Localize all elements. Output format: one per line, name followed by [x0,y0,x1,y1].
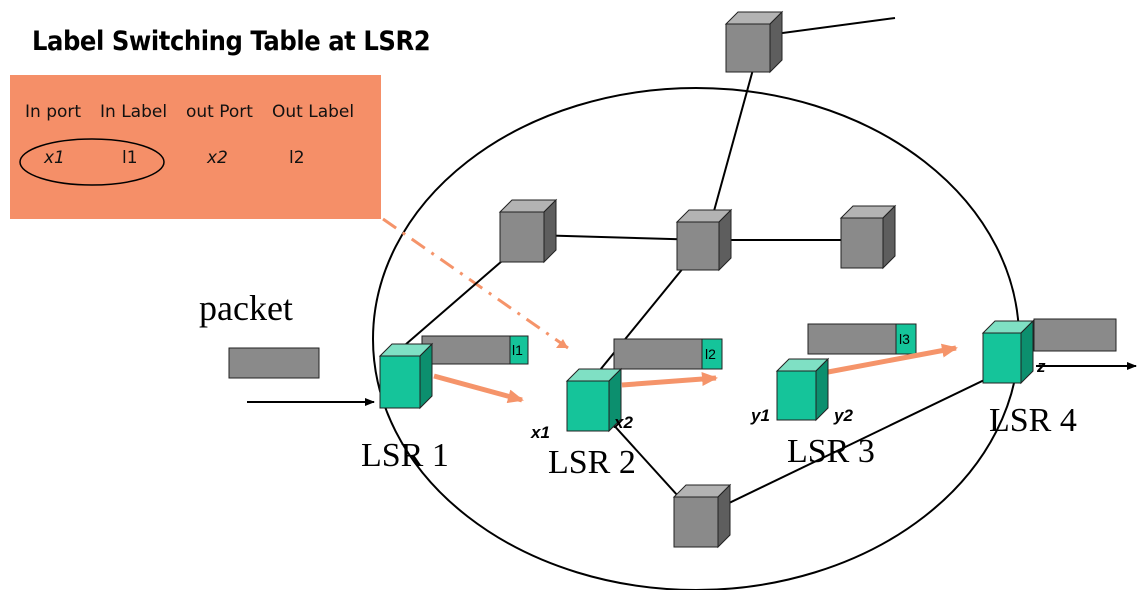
table-header-out-port: out Port [186,102,253,122]
table-cell-out-port: x2 [206,148,228,168]
port-label-y2: y2 [833,406,853,425]
labeled-packet-l2: l2 [613,338,723,370]
lsr4-router [981,319,1035,385]
lsr2-label: LSR 2 [548,444,636,481]
table-header-in-port: In port [25,102,81,122]
port-label-y1: y1 [750,406,770,425]
core-node-bottom [672,483,732,549]
core-node-top [724,10,784,74]
labeled-packet-l3: l3 [807,323,917,355]
packet-label: packet [199,288,293,328]
port-label-z: z [1036,357,1046,376]
label-table-box [10,75,381,219]
table-header-in-label: In Label [100,102,167,122]
core-node-left [498,198,558,264]
labeled-packet-l1: l1 [421,335,529,365]
diagram-title: Label Switching Table at LSR2 [32,26,431,57]
incoming-packet [228,347,320,379]
table-row-highlight-ellipse [19,138,165,186]
port-label-x2: x2 [613,413,633,432]
lsr3-router [775,357,830,422]
table-cell-out-label: l2 [289,148,305,168]
table-cell-in-port: x1 [43,148,65,168]
table-pointer-arrowhead [556,339,568,348]
lsp-path [433,343,958,404]
table-cell-in-label: l1 [122,148,138,168]
lsr2-router [565,367,623,433]
lsr1-router [378,342,434,410]
core-node-right [839,204,897,270]
table-header-out-label: Out Label [272,102,354,122]
label-tag-l2: l2 [705,346,716,362]
lsr1-label: LSR 1 [361,437,449,474]
label-tag-l3: l3 [899,331,910,347]
lsr4-label: LSR 4 [989,402,1077,439]
port-label-x1: x1 [530,423,550,442]
exit-packet [1033,318,1117,352]
label-tag-l1: l1 [512,342,523,358]
core-node-center [675,208,733,272]
lsr3-label: LSR 3 [787,433,875,470]
